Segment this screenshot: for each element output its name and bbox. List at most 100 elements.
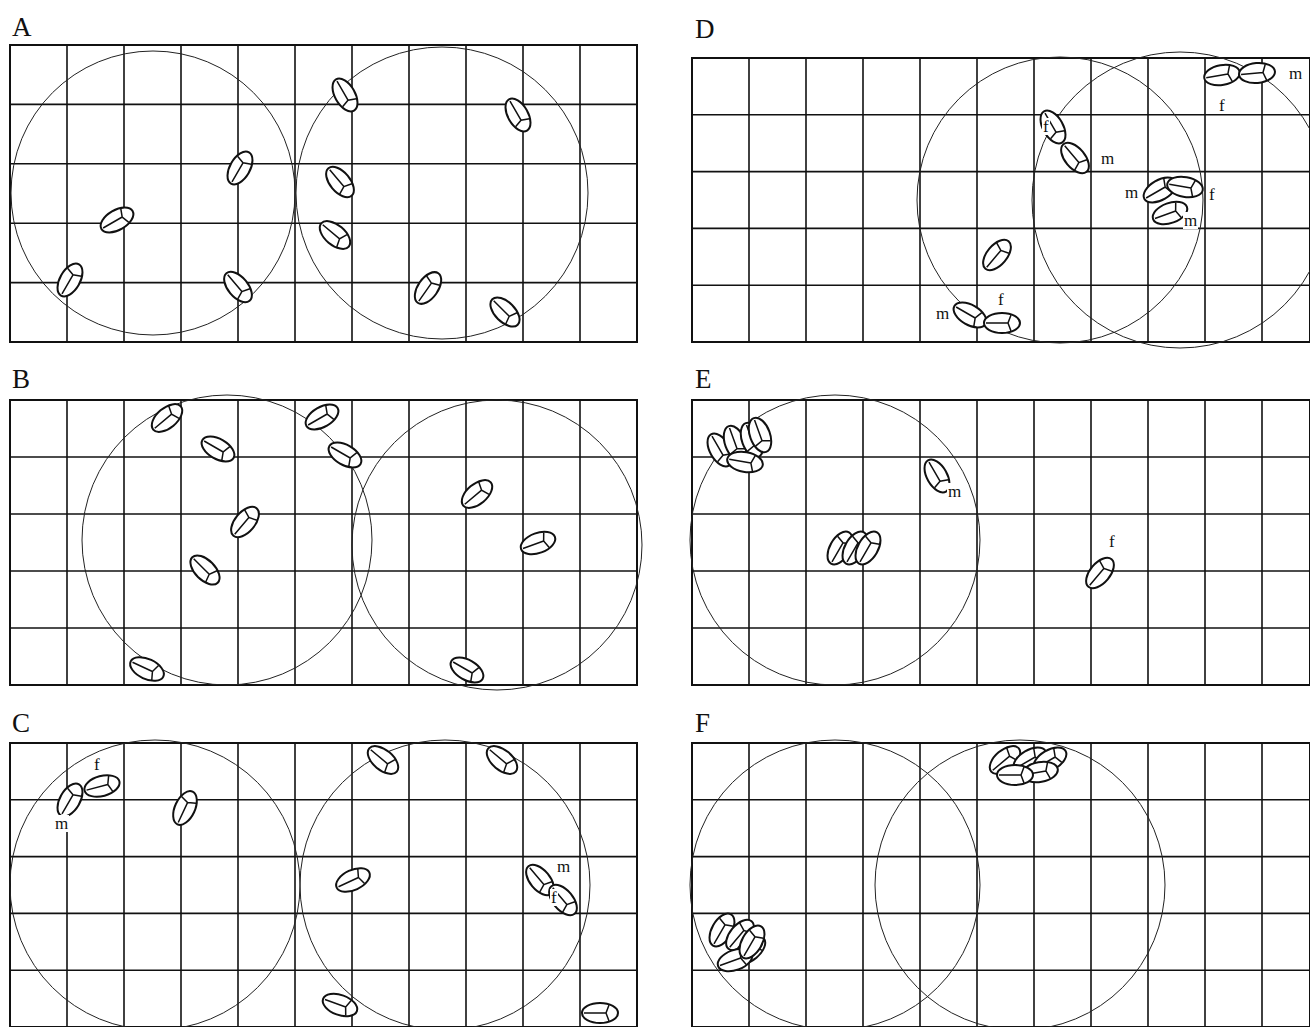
beetle-segment (1059, 141, 1087, 170)
grid-line (579, 45, 581, 342)
grid-line (1090, 58, 1092, 342)
beetle-segment (99, 209, 129, 235)
beetle-body (52, 259, 87, 300)
sex-label: f (1042, 118, 1050, 135)
beetle-body (1056, 138, 1094, 178)
beetle (168, 787, 201, 828)
beetle-segment (1038, 109, 1064, 139)
beetle (226, 502, 264, 542)
beetle-segment (222, 270, 250, 299)
grid-line (692, 969, 1310, 971)
grid-line (579, 743, 581, 1027)
sex-label: f (1208, 186, 1216, 203)
beetle-segment (488, 295, 517, 324)
beetle-segment (1152, 202, 1181, 226)
beetle (500, 94, 535, 135)
beetle (1081, 553, 1119, 593)
beetle-body (482, 741, 522, 779)
grid-line (748, 58, 750, 342)
beetle-segment (503, 97, 529, 127)
beetle (582, 1003, 618, 1023)
beetle-body (1203, 62, 1242, 88)
zone-circle (875, 740, 1165, 1027)
panel-letter: C (12, 710, 30, 737)
arena-border (10, 400, 637, 685)
beetle-body (327, 74, 362, 115)
beetle (222, 147, 257, 188)
grid-line (180, 400, 182, 685)
beetle (446, 652, 487, 687)
beetle-segment (55, 788, 81, 818)
grid-line (465, 743, 467, 1027)
beetle-segment (485, 744, 514, 772)
grid-line (10, 104, 637, 106)
beetle-segment (84, 776, 112, 798)
beetle (978, 235, 1016, 275)
beetle-body (324, 437, 365, 472)
grid-line (66, 743, 68, 1027)
grid-line (919, 400, 921, 685)
grid-line (1090, 743, 1092, 1027)
zone-circle (296, 47, 588, 339)
beetle-body (82, 772, 122, 801)
beetle-body (544, 880, 582, 920)
grid-line (862, 743, 864, 1027)
grid-line (692, 456, 1310, 458)
grid-line (123, 743, 125, 1027)
beetle-body (315, 216, 355, 254)
grid-line (1261, 743, 1263, 1027)
beetle-body (726, 449, 765, 475)
beetle-body (363, 741, 403, 779)
beetle-segment (1205, 66, 1232, 86)
beetle (485, 292, 525, 332)
grid-line (692, 513, 1310, 515)
grid-line (976, 743, 978, 1027)
beetle (324, 437, 365, 472)
grid-line (692, 171, 1310, 173)
grid-line (1204, 400, 1206, 685)
beetle-segment (460, 482, 489, 510)
beetle (997, 765, 1033, 785)
beetle-body (1035, 106, 1070, 147)
beetle-body (1081, 553, 1119, 593)
sex-label: m (1288, 65, 1303, 82)
beetle-segment (737, 930, 763, 960)
grid-line (692, 114, 1310, 116)
grid-line (692, 627, 1310, 629)
sex-label: m (1183, 212, 1198, 229)
beetle-body (197, 431, 238, 466)
grid-line (1261, 400, 1263, 685)
beetle-segment (200, 434, 230, 460)
beetle-body (301, 399, 342, 434)
beetle (332, 863, 373, 896)
grid-line (10, 456, 637, 458)
beetle-body (518, 527, 559, 558)
beetle-body (457, 475, 497, 513)
grid-line (805, 58, 807, 342)
panel-letter: B (12, 366, 30, 393)
beetle-segment (547, 883, 575, 912)
beetle-body (850, 527, 885, 568)
beetle-body (744, 415, 775, 456)
sex-label: m (54, 815, 69, 832)
beetle-body (1166, 174, 1205, 200)
beetle (744, 415, 775, 456)
arena-border (692, 743, 1310, 1027)
beetle (82, 772, 122, 801)
beetle (850, 527, 885, 568)
beetle-body (126, 652, 167, 685)
zone-circle (690, 395, 980, 685)
beetle (219, 267, 257, 307)
beetle-segment (1084, 561, 1112, 590)
zone-circle (10, 740, 300, 1027)
arena-border (10, 45, 637, 342)
beetle (197, 431, 238, 466)
zone-circle (300, 740, 590, 1027)
beetle-body (320, 989, 361, 1020)
grid-line (522, 45, 524, 342)
grid-line (10, 913, 637, 915)
beetle (363, 741, 403, 779)
beetle-segment (188, 553, 217, 582)
beetle-segment (55, 268, 81, 298)
beetle-body (485, 292, 525, 332)
